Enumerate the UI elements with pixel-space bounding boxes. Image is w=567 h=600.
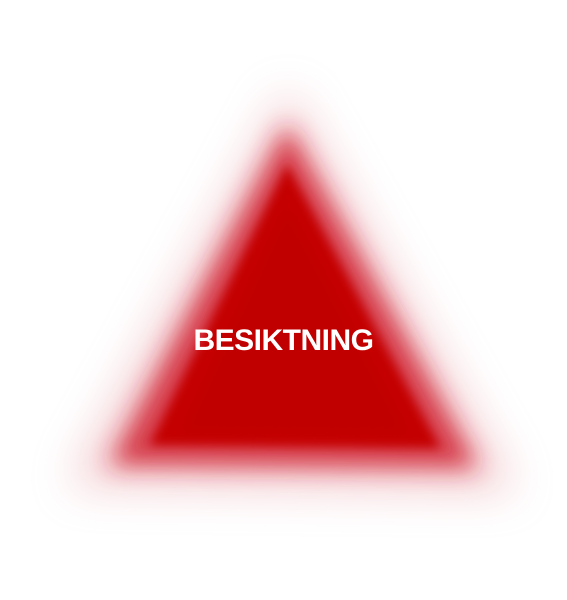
sign-label: BESIKTNING xyxy=(193,324,374,357)
triangle-center xyxy=(185,210,405,432)
